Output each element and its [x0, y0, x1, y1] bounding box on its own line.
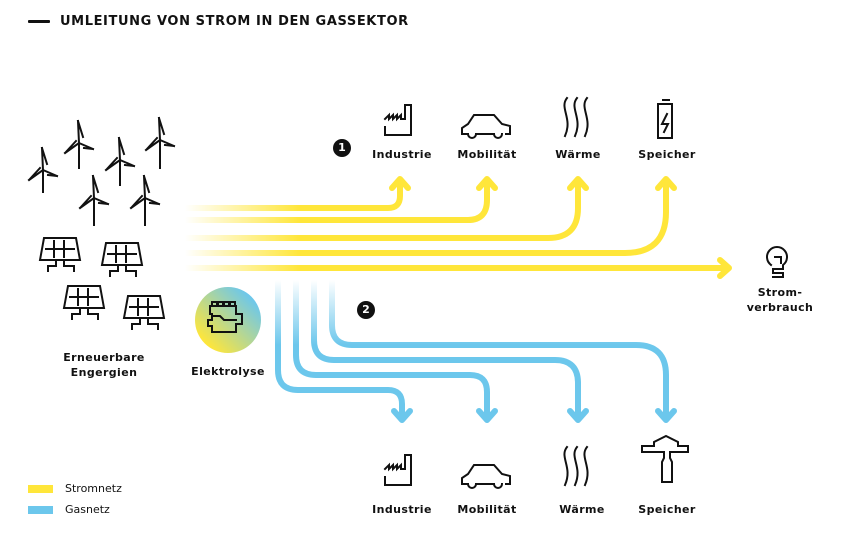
- renewables-label-line1: Erneuerbare: [63, 351, 145, 364]
- stromverbrauch-label-line1: Strom-: [757, 286, 803, 299]
- solar-panel-icon: [38, 237, 82, 272]
- stromverbrauch-label: Strom- verbrauch: [747, 285, 814, 315]
- strom-line-industrie: [182, 177, 403, 211]
- diagram-title: UMLEITUNG VON STROM IN DEN GASSEKTOR: [60, 14, 409, 29]
- strom-line-mobilitaet: [182, 177, 490, 223]
- top-label-mobilitaet: Mobilität: [457, 148, 517, 161]
- bottom-label-mobilitaet: Mobilität: [457, 503, 517, 516]
- top-label-speicher: Speicher: [638, 148, 696, 161]
- legend-item-gasnetz: Gasnetz: [28, 503, 110, 516]
- strom-line-waerme: [182, 177, 581, 241]
- solar-panel-icon: [122, 295, 166, 330]
- gas-line-industrie: [275, 277, 405, 421]
- stromverbrauch-label-line2: verbrauch: [746, 301, 814, 314]
- electrolysis-label: Elektrolyse: [191, 365, 265, 378]
- legend-swatch-stromnetz: [28, 484, 53, 493]
- wind-turbine-icon: [129, 174, 161, 226]
- gas-arrowhead-mobilitaet: [476, 408, 498, 423]
- heat-waves-icon: [563, 445, 589, 487]
- strom-arrowhead-verbrauch: [717, 257, 732, 279]
- solar-panel-icon: [100, 242, 144, 277]
- wind-turbine-icon: [78, 174, 110, 226]
- wind-turbines-group: [27, 116, 176, 226]
- renewables-label: Erneuerbare Engergien: [63, 350, 145, 380]
- top-label-waerme: Wärme: [555, 148, 601, 161]
- top-label-industrie: Industrie: [372, 148, 432, 161]
- gas-storage-icon: [641, 434, 689, 483]
- battery-icon: [657, 99, 673, 139]
- bottom-label-waerme: Wärme: [559, 503, 605, 516]
- heat-waves-icon: [563, 96, 589, 138]
- strom-line-speicher: [182, 177, 669, 256]
- title-dash: [28, 20, 50, 23]
- strom-arrowhead-industrie: [389, 176, 411, 191]
- gas-line-waerme: [311, 277, 581, 421]
- legend-swatch-gasnetz: [28, 505, 53, 514]
- renewables-label-line2: Engergien: [70, 366, 138, 379]
- legend-label-gasnetz: Gasnetz: [65, 503, 110, 516]
- path-1-badge: 1: [333, 139, 351, 157]
- factory-icon: [383, 104, 412, 136]
- bottom-label-industrie: Industrie: [372, 503, 432, 516]
- gas-arrowhead-speicher: [655, 408, 677, 423]
- wind-turbine-icon: [27, 146, 59, 193]
- solar-panels-group: [38, 237, 166, 330]
- gas-arrowhead-waerme: [567, 408, 589, 423]
- strom-arrowhead-speicher: [655, 176, 677, 191]
- legend-item-stromnetz: Stromnetz: [28, 482, 122, 495]
- bottom-label-speicher: Speicher: [638, 503, 696, 516]
- car-icon: [461, 114, 511, 139]
- solar-panel-icon: [62, 285, 106, 320]
- diagram-header: UMLEITUNG VON STROM IN DEN GASSEKTOR: [28, 14, 409, 29]
- gas-line-mobilitaet: [293, 277, 490, 421]
- car-icon: [461, 464, 511, 489]
- strom-arrowhead-mobilitaet: [476, 176, 498, 191]
- legend-label-stromnetz: Stromnetz: [65, 482, 122, 495]
- strom-arrowhead-waerme: [567, 176, 589, 191]
- electrolyzer-icon: [207, 301, 243, 333]
- gas-line-speicher: [329, 277, 669, 421]
- path-2-badge: 2: [357, 301, 375, 319]
- light-bulb-icon: [766, 246, 788, 278]
- gas-arrowhead-industrie: [391, 408, 413, 423]
- factory-icon: [383, 454, 412, 486]
- wind-turbine-icon: [63, 119, 95, 169]
- wind-turbine-icon: [104, 136, 136, 186]
- wind-turbine-icon: [144, 116, 176, 169]
